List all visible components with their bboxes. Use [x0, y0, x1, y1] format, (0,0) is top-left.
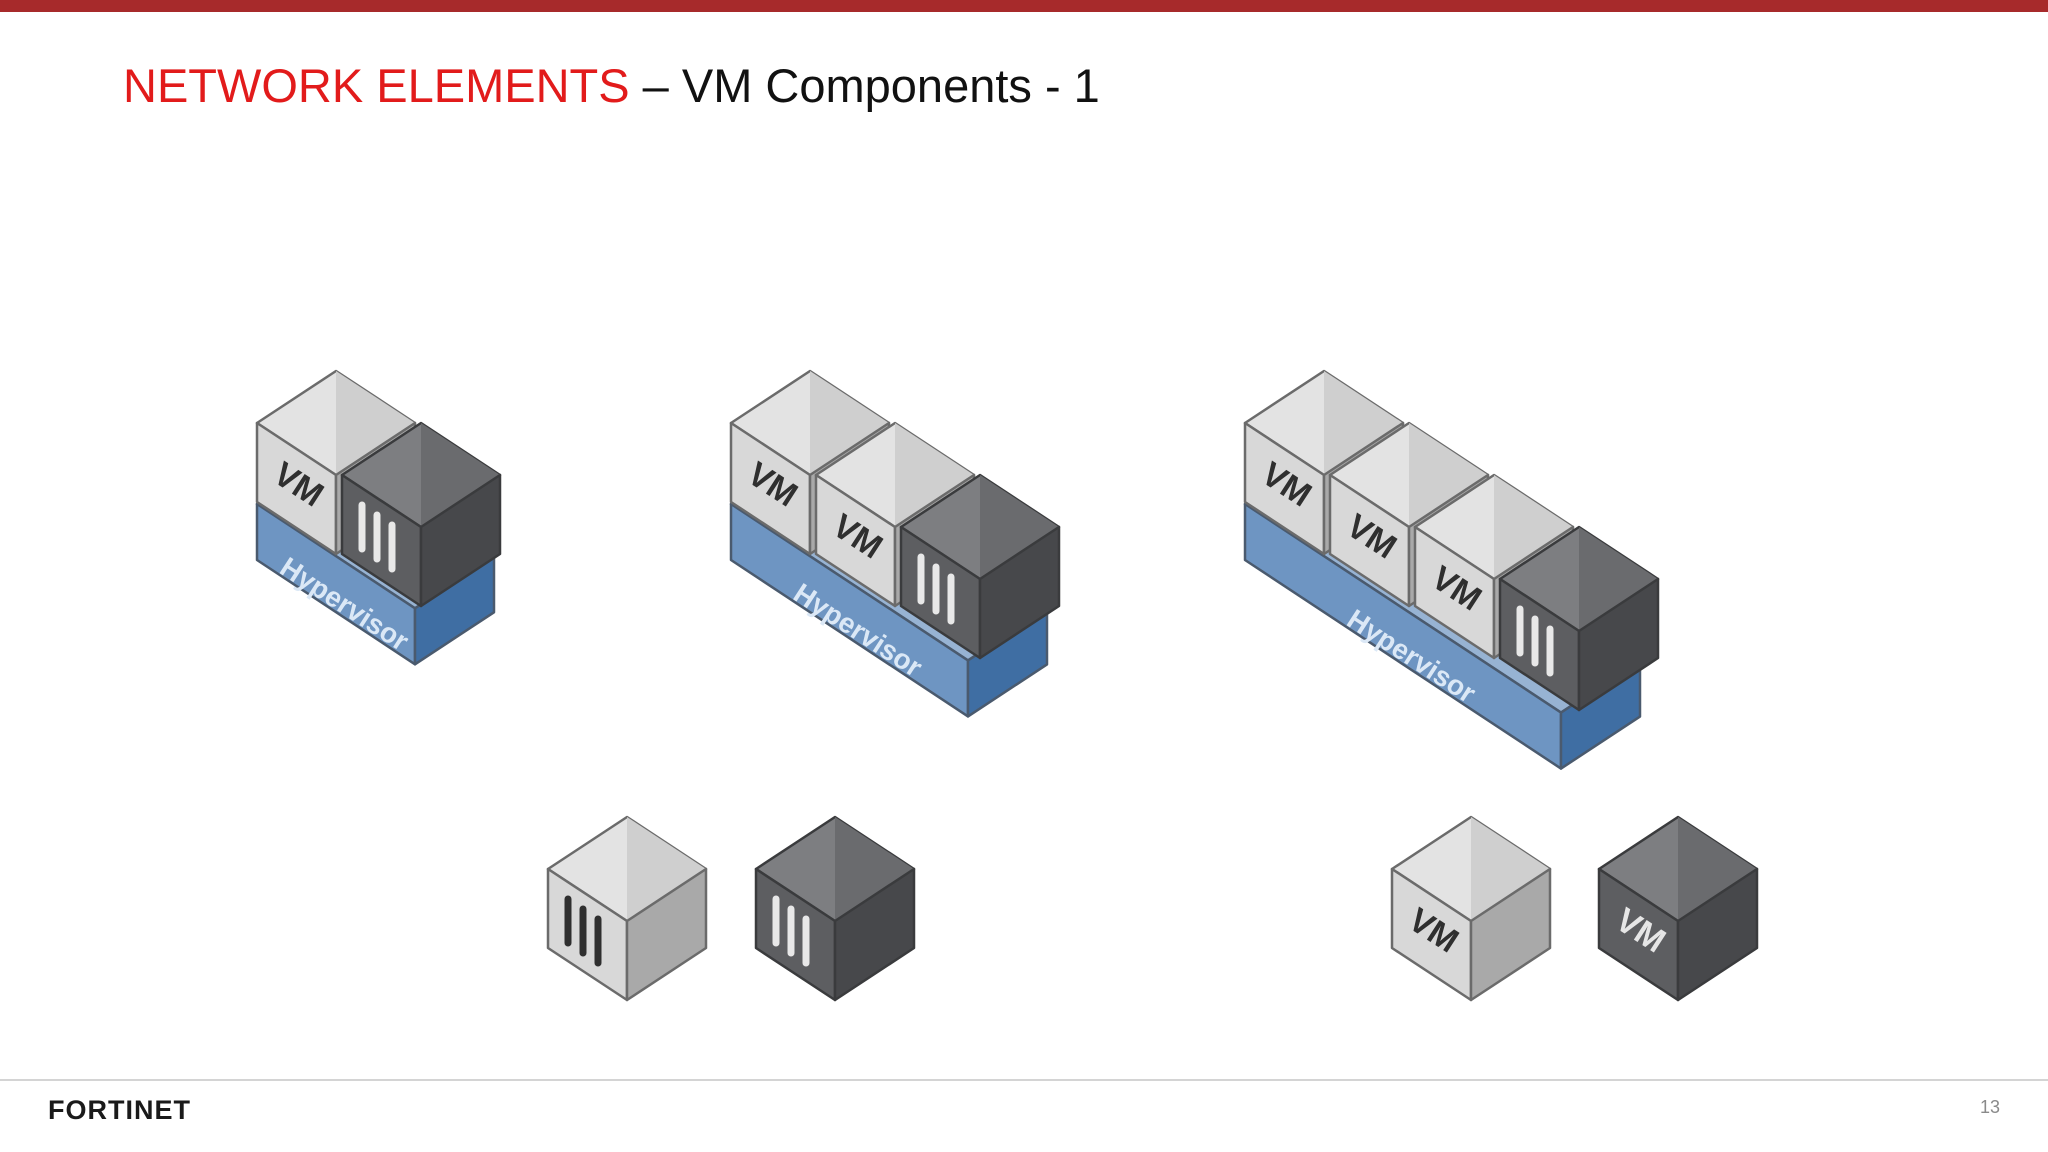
light-vm-cube: VM — [1390, 815, 1552, 1002]
stack-1-appliance-cube — [340, 421, 502, 608]
stack-3-vm-cube-1-top-shade — [1324, 371, 1403, 475]
stack-2-vm-cube-2-top-shade — [895, 423, 974, 527]
stack-3-vm-cube-3-top-shade — [1494, 475, 1573, 579]
footer-divider — [0, 1079, 2048, 1081]
stack-3-appliance-cube — [1498, 525, 1660, 712]
stack-1-appliance-cube-right-face — [419, 473, 502, 608]
light-vm-cube-right-face — [1469, 867, 1552, 1002]
light-appliance-cube — [546, 815, 708, 1002]
page-number: 13 — [1979, 1097, 2000, 1117]
light-appliance-cube-right-face — [625, 867, 708, 1002]
light-vm-cube-top-shade — [1471, 817, 1550, 921]
slide-title-accent: NETWORK ELEMENTS — [123, 59, 630, 112]
stack-2-vm-cube-1-top-shade — [810, 371, 889, 475]
stack-2-appliance-cube-right-face — [978, 525, 1061, 660]
dark-appliance-cube-right-face — [833, 867, 916, 1002]
top-accent-bar — [0, 0, 2048, 12]
stack-3-vm-cube-2-top-shade — [1409, 423, 1488, 527]
dark-vm-cube-top-shade — [1678, 817, 1757, 921]
stack-2-appliance-cube-top-shade — [980, 475, 1059, 579]
fortinet-logo: FORTINET — [48, 1095, 191, 1124]
stack-1-vm-cube-1-top-shade — [336, 371, 415, 475]
dark-vm-cube-right-face — [1676, 867, 1759, 1002]
light-appliance-cube-top-shade — [627, 817, 706, 921]
stack-3-appliance-cube-top-shade — [1579, 527, 1658, 631]
slide-title-rest: – VM Components - 1 — [629, 59, 1100, 112]
stack-1-appliance-cube-top-shade — [421, 423, 500, 527]
dark-vm-cube: VM — [1597, 815, 1759, 1002]
dark-appliance-cube — [754, 815, 916, 1002]
stack-3-appliance-cube-right-face — [1577, 577, 1660, 712]
stack-2-appliance-cube — [899, 473, 1061, 660]
fortinet-logo-text: FORTINET — [48, 1095, 191, 1124]
slide-title: NETWORK ELEMENTS – VM Components - 1 — [123, 58, 1100, 113]
dark-appliance-cube-top-shade — [835, 817, 914, 921]
